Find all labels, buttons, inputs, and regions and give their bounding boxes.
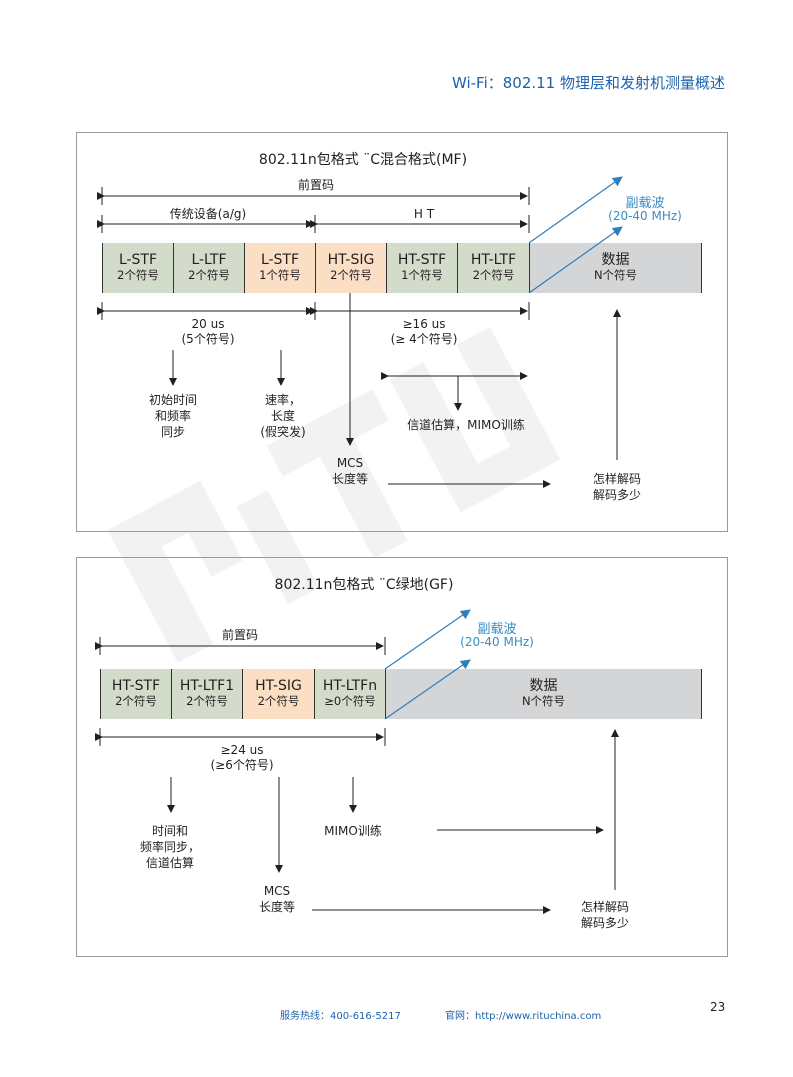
field-symbols: 2个符号 xyxy=(186,694,228,708)
gf-duration: ≥24 us xyxy=(220,743,264,757)
mf-note-channel: 信道估算，MIMO训练 xyxy=(407,418,525,432)
mf-ht-label: H T xyxy=(413,207,435,221)
field-name: 数据 xyxy=(529,678,558,694)
page-header: Wi-Fi：802.11 物理层和发射机测量概述 xyxy=(451,74,725,92)
field-name: HT-SIG xyxy=(327,252,375,268)
mf-legacy-label: 传统设备(a/g) xyxy=(169,207,247,221)
field-name: L-LTF xyxy=(191,252,227,268)
field-symbols: 2个符号 xyxy=(115,694,157,708)
field-symbols: 2个符号 xyxy=(188,268,230,282)
field-name: HT-LTF xyxy=(470,252,517,268)
gf-subcarrier-range: (20-40 MHz) xyxy=(460,635,534,649)
mf-duration-legacy: 20 us xyxy=(191,317,225,331)
field-name: HT-LTF1 xyxy=(179,678,235,694)
mf-diagram-box xyxy=(76,132,728,532)
field-name: 数据 xyxy=(601,252,630,268)
field-symbols: 2个符号 xyxy=(117,268,159,282)
mf-duration-ht: ≥16 us xyxy=(402,317,446,331)
mf-duration-legacy-symbols: (5个符号) xyxy=(181,332,235,346)
mf-title: 802.11n包格式 ¨C混合格式(MF) xyxy=(258,152,468,168)
field-name: L-STF xyxy=(118,252,158,268)
mf-duration-ht-symbols: (≥ 4个符号) xyxy=(390,332,458,346)
field-symbols: 2个符号 xyxy=(257,694,300,708)
field-symbols: N个符号 xyxy=(593,268,638,282)
mf-subcarrier-label: 副载波 xyxy=(625,196,665,211)
field-name: HT-SIG xyxy=(255,678,302,694)
field-symbols: 2个符号 xyxy=(472,268,515,282)
field-symbols: 2个符号 xyxy=(330,268,372,282)
gf-field-3: HT-LTFn≥0个符号 xyxy=(314,669,385,719)
field-name: HT-STF xyxy=(111,678,161,694)
gf-note-sync: 时间和频率同步，信道估算 xyxy=(139,824,201,870)
gf-subcarrier-label: 副载波 xyxy=(477,622,517,637)
mf-preamble-label: 前置码 xyxy=(297,178,335,192)
field-symbols: N个符号 xyxy=(521,694,566,708)
footer-website[interactable]: 官网：http://www.rituchina.com xyxy=(445,1011,602,1022)
gf-note-mimo: MIMO训练 xyxy=(324,824,382,838)
footer-hotline: 服务热线：400-616-5217 xyxy=(280,1011,401,1022)
mf-note-sync: 初始时间和频率同步 xyxy=(148,393,198,439)
field-name: L-STF xyxy=(260,252,300,268)
mf-subcarrier-range: (20-40 MHz) xyxy=(608,209,682,223)
field-name: HT-STF xyxy=(397,252,447,268)
gf-duration-symbols: (≥6个符号) xyxy=(210,758,274,772)
page-number: 23 xyxy=(710,1000,726,1014)
mf-note-decode: 怎样解码解码多少 xyxy=(592,472,642,502)
field-name: HT-LTFn xyxy=(322,678,378,694)
gf-note-decode: 怎样解码解码多少 xyxy=(580,900,630,930)
field-symbols: ≥0个符号 xyxy=(324,694,376,708)
gf-preamble-label: 前置码 xyxy=(221,628,259,642)
mf-note-rate: 速率，长度(假突发) xyxy=(260,393,306,439)
gf-title: 802.11n包格式 ¨C绿地(GF) xyxy=(274,577,454,593)
gf-diagram-box xyxy=(76,557,728,957)
field-symbols: 1个符号 xyxy=(259,268,301,282)
field-symbols: 1个符号 xyxy=(401,268,443,282)
